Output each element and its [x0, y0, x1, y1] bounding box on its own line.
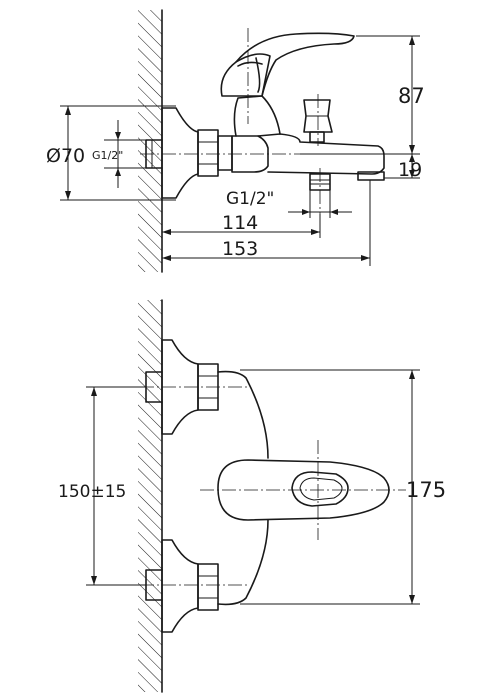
label-height-87: 87 — [398, 84, 425, 108]
handle-base-side — [220, 53, 271, 97]
dimension-height-175: 175 — [240, 369, 446, 605]
label-height-19: 19 — [398, 159, 422, 181]
dimension-centers: 150±15 — [58, 386, 146, 586]
lever-opening-front — [291, 471, 349, 507]
dimension-diameter: Ø70 — [46, 105, 176, 201]
dimension-outlet-thread: G1/2" — [226, 189, 352, 218]
lower-connection-front — [145, 539, 219, 633]
label-length-114: 114 — [222, 212, 258, 234]
dimension-length-153: 153 — [162, 180, 371, 266]
label-inlet-thread: G1/2" — [92, 149, 123, 162]
label-diameter: Ø70 — [46, 145, 85, 167]
spout-aerator-side — [357, 171, 385, 181]
label-height-175: 175 — [406, 478, 446, 502]
side-view: Ø70 G1/2" 87 19 — [46, 9, 425, 273]
wall-side — [138, 9, 163, 273]
mixer-body-side — [231, 135, 269, 173]
label-outlet-thread: G1/2" — [226, 189, 274, 209]
flange-side — [161, 107, 199, 199]
front-view: 150±15 175 — [58, 299, 446, 693]
mixer-body-front — [217, 370, 269, 606]
diverter-knob-side — [303, 99, 333, 143]
dimension-height-19: 19 — [384, 154, 422, 181]
dimension-length-114: 114 — [162, 212, 321, 238]
lever-side — [235, 32, 355, 97]
hex-nut-side — [197, 129, 233, 177]
wall-front — [138, 299, 163, 693]
label-length-153: 153 — [222, 238, 258, 260]
label-centers: 150±15 — [58, 482, 126, 502]
dimension-inlet-thread: G1/2" — [92, 120, 146, 188]
dimension-height-87: 87 — [300, 35, 425, 155]
